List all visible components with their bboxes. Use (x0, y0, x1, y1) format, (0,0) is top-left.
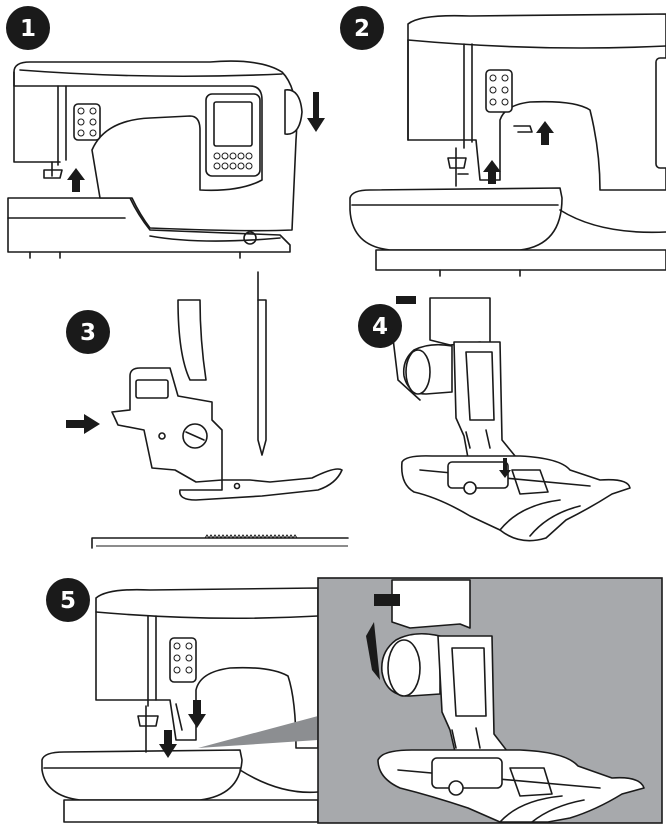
arrow-right-icon (66, 414, 100, 434)
step-2-badge: 2 (340, 6, 384, 50)
step-2-panel: 2 (340, 6, 666, 277)
step-2-number: 2 (354, 16, 370, 42)
arrow-down-icon (499, 458, 511, 478)
step-5-panel: 5 (41, 577, 663, 824)
step-4-badge: 4 (358, 304, 402, 348)
step-5-badge: 5 (46, 578, 90, 622)
sewing-machine-1-icon (7, 60, 303, 259)
step-3-badge: 3 (66, 310, 110, 354)
zoom-detail-panel (317, 577, 663, 824)
step-3-number: 3 (80, 320, 96, 346)
step-3-panel: 3 (66, 271, 349, 549)
arrow-down-icon (307, 92, 325, 132)
step-4-panel: 4 (358, 296, 631, 542)
arrow-down-icon (159, 730, 177, 758)
step-1-panel: 1 (6, 6, 325, 259)
step-1-badge: 1 (6, 6, 50, 50)
step-1-number: 1 (20, 16, 36, 42)
step-4-number: 4 (372, 314, 388, 340)
arrow-up-icon (536, 121, 554, 145)
presser-foot-front-icon (391, 296, 631, 542)
presser-foot-side-icon (91, 271, 349, 549)
arrow-up-icon (483, 160, 501, 184)
sewing-machine-2-icon (349, 13, 666, 277)
sewing-machine-5-icon (41, 587, 319, 823)
arrow-up-icon (67, 168, 85, 192)
step-5-number: 5 (60, 588, 76, 614)
zoom-callout-wedge (198, 716, 318, 748)
arrow-down-icon (188, 700, 206, 728)
